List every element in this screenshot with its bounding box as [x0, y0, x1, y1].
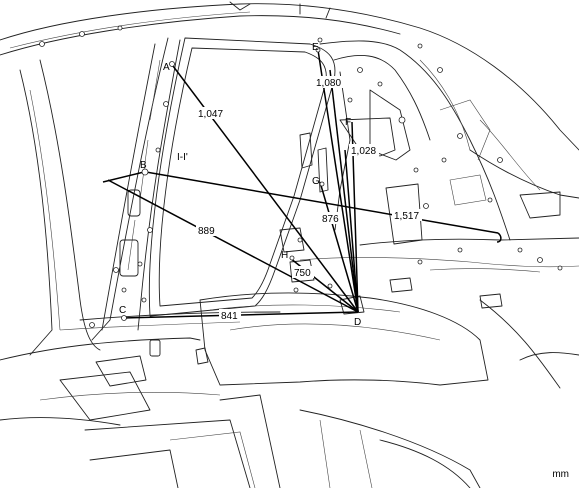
dimension-e-d-label: 1,080 — [316, 78, 341, 89]
point-c-label: C — [119, 305, 126, 316]
point-h-label: H — [281, 250, 288, 261]
point-f-label: F — [345, 117, 351, 128]
point-e-label: E — [312, 42, 319, 53]
dimension-line-i-rear — [145, 171, 499, 234]
point-g-marker — [319, 181, 325, 187]
dimension-line-e-d — [317, 49, 359, 313]
point-b-marker — [141, 168, 149, 176]
dimension-line-a-d — [169, 61, 359, 313]
dimension-lines — [102, 49, 502, 319]
reference-points — [121, 47, 325, 321]
unit-label: mm — [552, 469, 569, 480]
dimension-labels: 1,047 889 841 1,080 1,028 876 750 1,517 — [196, 76, 422, 322]
dimension-rear-label: 1,517 — [394, 211, 419, 222]
point-labels: A B C D E F G H I-I' — [119, 42, 361, 328]
point-g-label: G — [312, 176, 320, 187]
point-d-label: D — [354, 317, 361, 328]
point-a-marker — [169, 61, 175, 67]
dimension-f-d-label: 1,028 — [351, 146, 376, 157]
dimension-line-d-e2 — [329, 69, 359, 313]
rear-reference-hook — [496, 232, 502, 243]
point-b-label: B — [140, 160, 147, 171]
section-label: I-I' — [177, 152, 188, 163]
dimension-line-b-d — [107, 179, 359, 313]
dimension-h-d-label: 750 — [294, 268, 311, 279]
point-e-marker — [315, 47, 321, 53]
dimension-line-b-branch — [102, 171, 145, 183]
point-h-marker — [289, 255, 295, 261]
dimension-g-d-label: 876 — [322, 214, 339, 225]
point-c-marker — [121, 315, 127, 321]
point-a-label: A — [163, 62, 170, 73]
dimension-line-d-f2 — [344, 149, 359, 313]
dimension-a-d-label: 1,047 — [198, 109, 223, 120]
dimension-c-d-label: 841 — [221, 311, 238, 322]
dimension-b-d-label: 889 — [198, 226, 215, 237]
